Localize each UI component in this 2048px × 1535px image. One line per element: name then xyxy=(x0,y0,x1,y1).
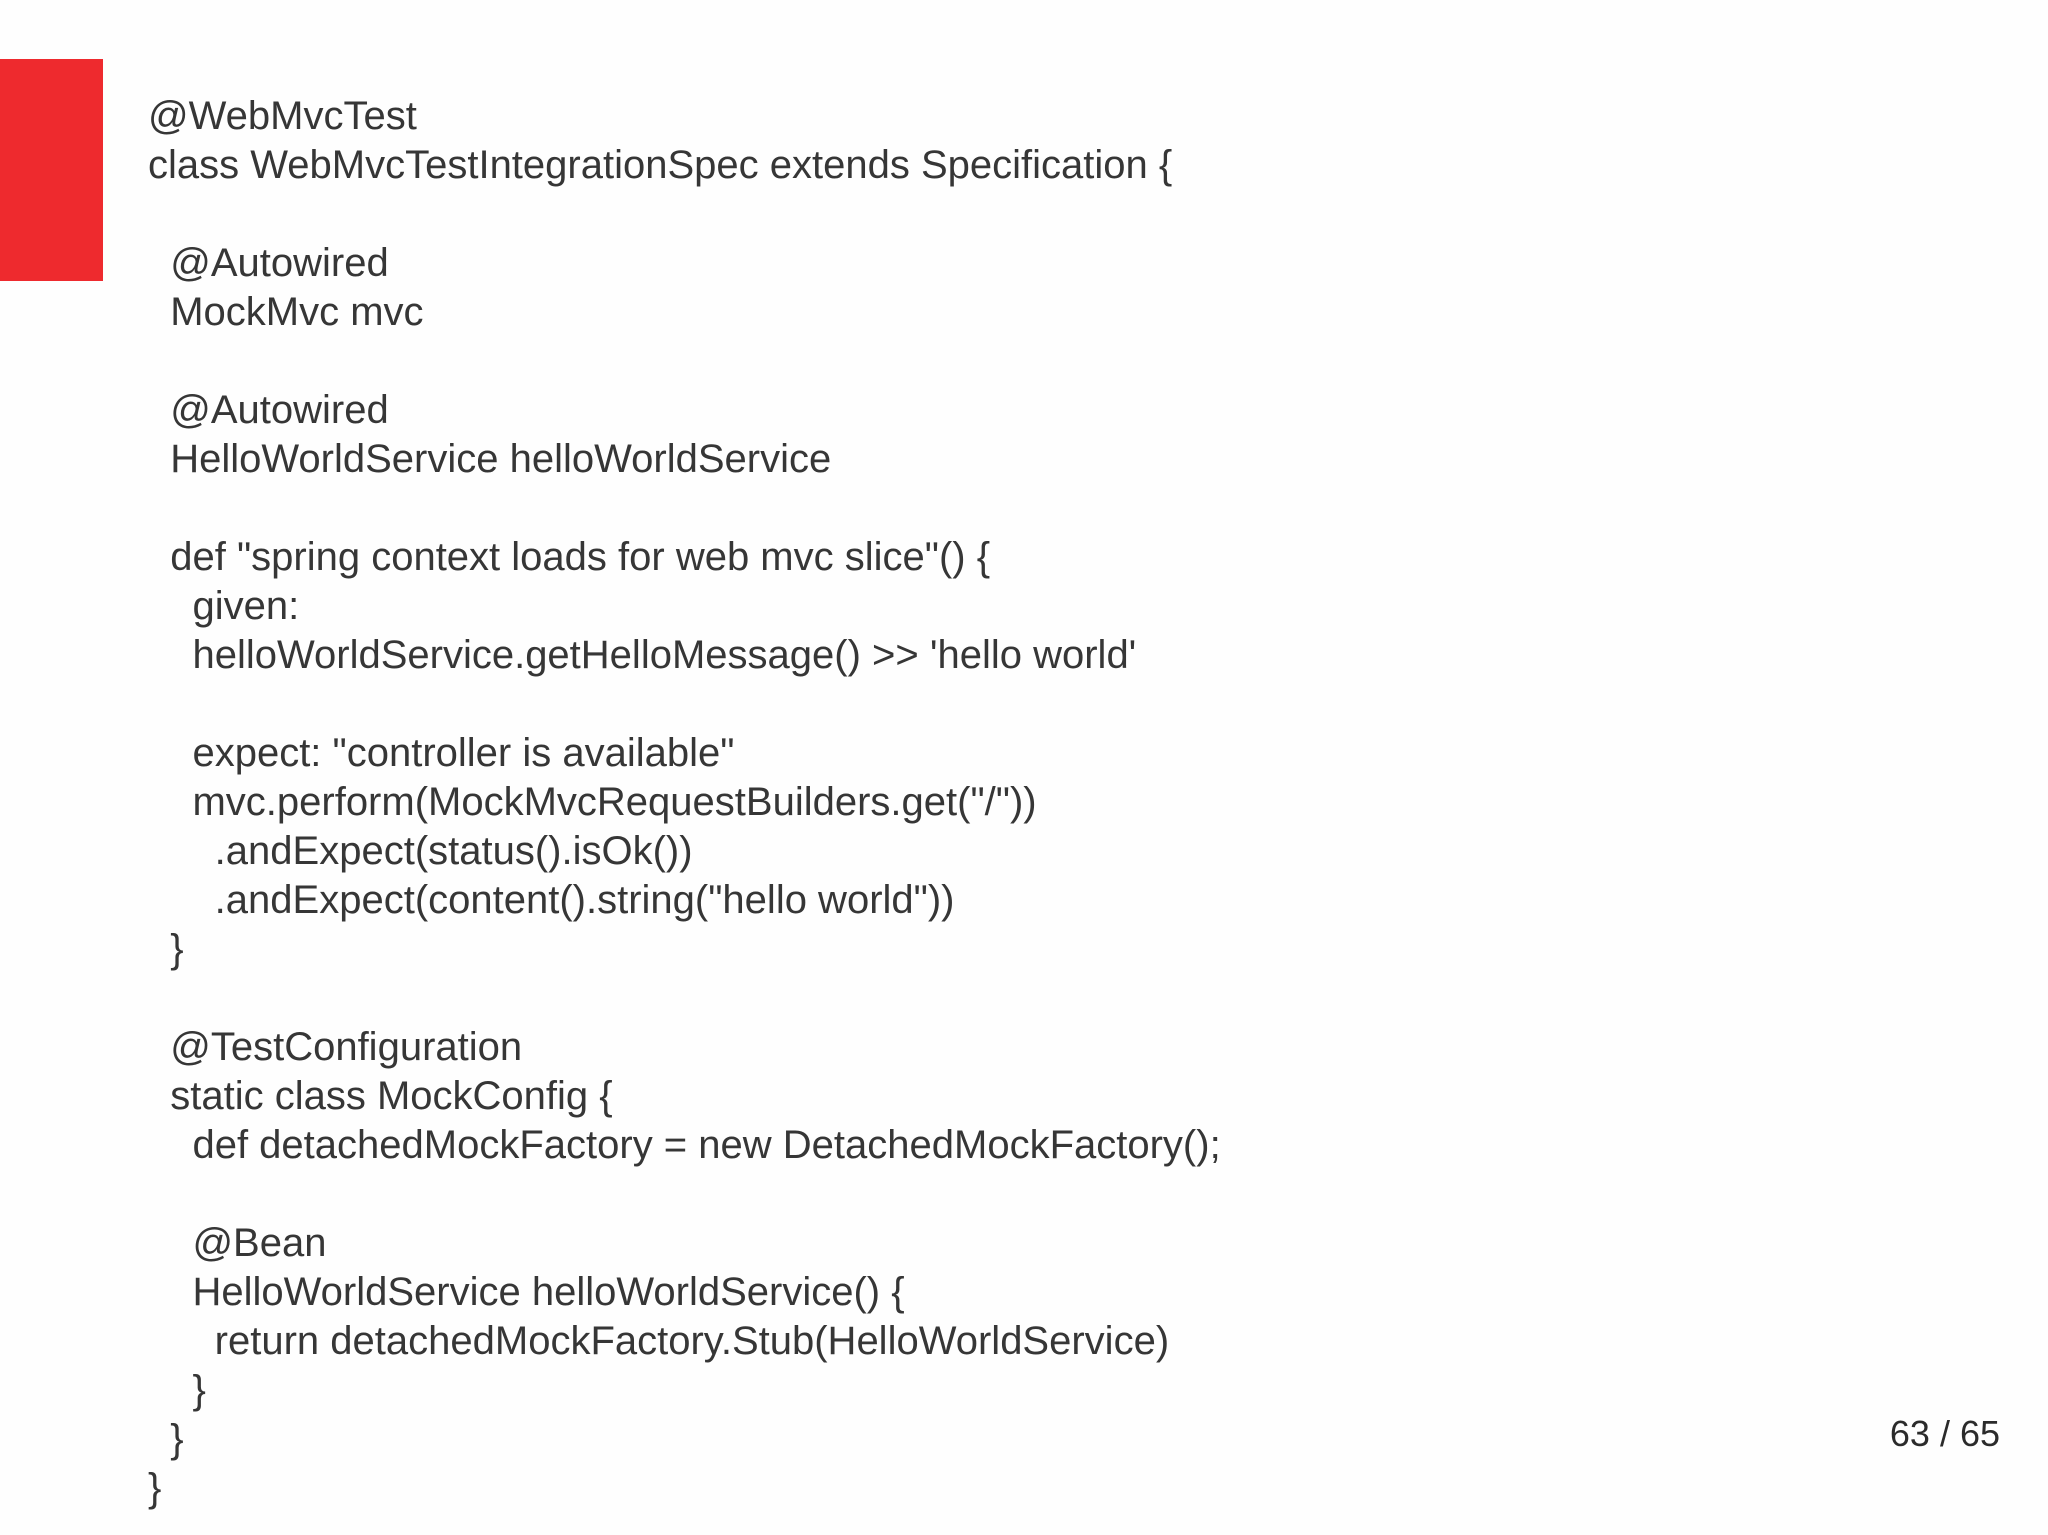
code-line: return detachedMockFactory.Stub(HelloWor… xyxy=(148,1319,1170,1363)
code-line: } xyxy=(148,927,184,971)
code-line: expect: "controller is available" xyxy=(148,731,735,775)
code-line: } xyxy=(148,1368,206,1412)
code-line: helloWorldService.getHelloMessage() >> '… xyxy=(148,633,1137,677)
code-line: class WebMvcTestIntegrationSpec extends … xyxy=(148,143,1173,187)
code-line: @Bean xyxy=(148,1221,327,1265)
code-line: def detachedMockFactory = new DetachedMo… xyxy=(148,1123,1221,1167)
code-line: } xyxy=(148,1466,162,1510)
code-line: HelloWorldService helloWorldService xyxy=(148,437,832,481)
code-line: .andExpect(status().isOk()) xyxy=(148,829,693,873)
code-line xyxy=(148,1170,1221,1219)
page-number: 63 / 65 xyxy=(1889,1413,2000,1454)
accent-bar xyxy=(0,59,103,281)
code-line: HelloWorldService helloWorldService() { xyxy=(148,1270,905,1314)
code-line xyxy=(148,190,1221,239)
code-line: static class MockConfig { xyxy=(148,1074,613,1118)
code-line: given: xyxy=(148,584,300,628)
code-line xyxy=(148,974,1221,1023)
code-line: @Autowired xyxy=(148,241,389,285)
code-line: @TestConfiguration xyxy=(148,1025,523,1069)
code-line: def "spring context loads for web mvc sl… xyxy=(148,535,991,579)
code-line: .andExpect(content().string("hello world… xyxy=(148,878,955,922)
code-line xyxy=(148,680,1221,729)
code-line: @WebMvcTest xyxy=(148,94,417,138)
code-line: } xyxy=(148,1417,184,1461)
code-block: @WebMvcTest class WebMvcTestIntegrationS… xyxy=(148,92,1221,1513)
code-line xyxy=(148,337,1221,386)
code-line: MockMvc mvc xyxy=(148,290,424,334)
code-line: mvc.perform(MockMvcRequestBuilders.get("… xyxy=(148,780,1037,824)
code-line: @Autowired xyxy=(148,388,389,432)
code-line xyxy=(148,484,1221,533)
